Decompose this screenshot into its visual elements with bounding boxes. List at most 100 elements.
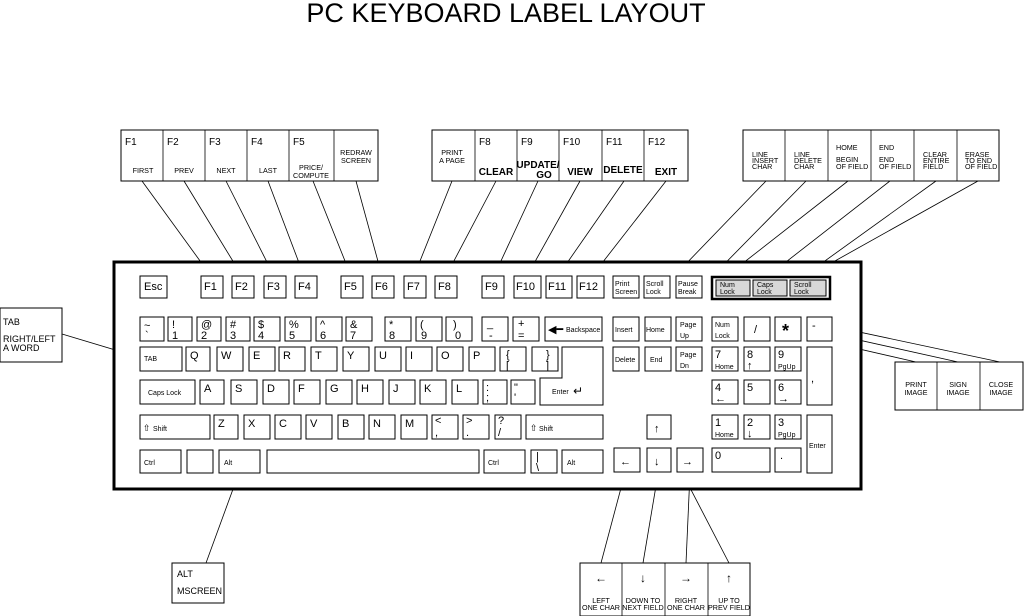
key-label: LINE [752, 150, 768, 159]
key-label: 8 [747, 349, 753, 361]
key-label: Delete [615, 357, 635, 364]
key-cap [253, 316, 281, 342]
key-cap [715, 279, 751, 297]
key-label: $ [258, 319, 264, 331]
key-label: Lock [715, 333, 730, 340]
callout-label-exit: EXIT [655, 167, 677, 178]
home-row: Caps Lock A S D F G H J K L :; "' [139, 379, 536, 405]
key-label: N [373, 418, 381, 430]
key-label: 1 [172, 330, 178, 342]
key-cap [186, 449, 214, 474]
callout-line [183, 180, 243, 277]
key-cap [531, 346, 559, 372]
key-label: PREV FIELD [708, 603, 750, 612]
key-cap [499, 346, 527, 372]
key-cap [374, 346, 402, 372]
callout-label-next: NEXT [216, 166, 236, 175]
key-label: Lock [646, 289, 661, 296]
key-cap [806, 316, 833, 342]
key-label: U [379, 350, 387, 362]
key-label: Screen [615, 289, 637, 296]
key-label: * [389, 319, 394, 331]
spacebar [266, 449, 480, 474]
key-label: , [435, 427, 438, 439]
key-label: C [279, 418, 287, 430]
key-label: 3 [778, 417, 784, 429]
key-label: Num [715, 322, 730, 329]
key-label: Print [615, 281, 629, 288]
callout-key-f4: F4 [251, 137, 263, 148]
key-cap [231, 275, 255, 299]
callout-key-f9: F9 [521, 137, 533, 148]
key-label: Break [678, 289, 697, 296]
qwerty-row: TAB Q W E R T Y U I O P {[ }] [139, 346, 559, 372]
key-label: + [518, 318, 524, 330]
key-label: Page [680, 322, 696, 329]
key-cap [262, 379, 290, 405]
key-label: W [221, 350, 232, 362]
key-cap [340, 275, 364, 299]
key-label: * [782, 321, 789, 341]
key-cap [139, 414, 211, 440]
key-cap [743, 414, 771, 440]
key-label: ` [145, 330, 149, 342]
key-cap [462, 414, 490, 440]
arrow-up-icon: ↑ [654, 423, 660, 435]
callout-line [141, 180, 212, 277]
callout-label-first: FIRST [133, 166, 154, 175]
key-label: - [489, 330, 493, 342]
tab-callout: TAB RIGHT/LEFT A WORD [0, 307, 63, 363]
key-cap [483, 449, 526, 474]
key-label: ← [715, 393, 726, 405]
callout-line [557, 180, 625, 277]
key-label: M [405, 418, 414, 430]
key-label: Home [715, 364, 734, 371]
key-label: " [514, 382, 518, 394]
edit-callout-group: LINE INSERT CHAR LINE DELETE CHAR HOME B… [742, 129, 1000, 182]
key-label: RIGHT [675, 596, 698, 605]
key-label: 0 [715, 450, 721, 462]
key-label: G [330, 383, 339, 395]
key-cap [139, 449, 182, 474]
key-label: F7 [407, 281, 420, 293]
key-label: 4 [715, 382, 721, 394]
key-label: # [230, 319, 237, 331]
key-cap [345, 316, 373, 342]
key-cap [643, 275, 671, 299]
key-label: 6 [778, 382, 784, 394]
arrow-down-icon: ↓ [654, 456, 660, 468]
key-label: Shift [153, 426, 167, 433]
key-label: ' [514, 392, 516, 404]
key-label: 9 [421, 330, 427, 342]
key-cap [774, 447, 802, 473]
key-cap [711, 447, 771, 473]
callout-key-f5: F5 [293, 137, 305, 148]
key-cap [525, 414, 604, 440]
image-callout-group: PRINT IMAGE SIGN IMAGE CLOSE IMAGE [894, 361, 1024, 411]
key-cap [139, 275, 168, 299]
key-label: ^ [320, 319, 326, 331]
key-cap [561, 449, 604, 474]
key-label: V [310, 418, 318, 430]
key-label: ONE CHAR [667, 603, 705, 612]
key-label: [ [506, 360, 509, 372]
key-label: Pause [678, 281, 698, 288]
key-label: A [204, 383, 212, 395]
key-cap [711, 346, 739, 372]
key-label: 9 [778, 349, 784, 361]
key-cap [675, 275, 703, 299]
key-cap [675, 346, 703, 372]
key-cap [218, 449, 261, 474]
key-label: PRINT [905, 380, 927, 389]
callout-key-f12: F12 [648, 137, 666, 148]
key-cap [612, 275, 640, 299]
key-cap [482, 379, 508, 405]
key-cap [274, 414, 302, 440]
key-cap [806, 414, 833, 474]
key-label: F9 [485, 281, 498, 293]
key-label: E [253, 350, 260, 362]
key-cap [371, 275, 395, 299]
key-cap [120, 129, 379, 182]
